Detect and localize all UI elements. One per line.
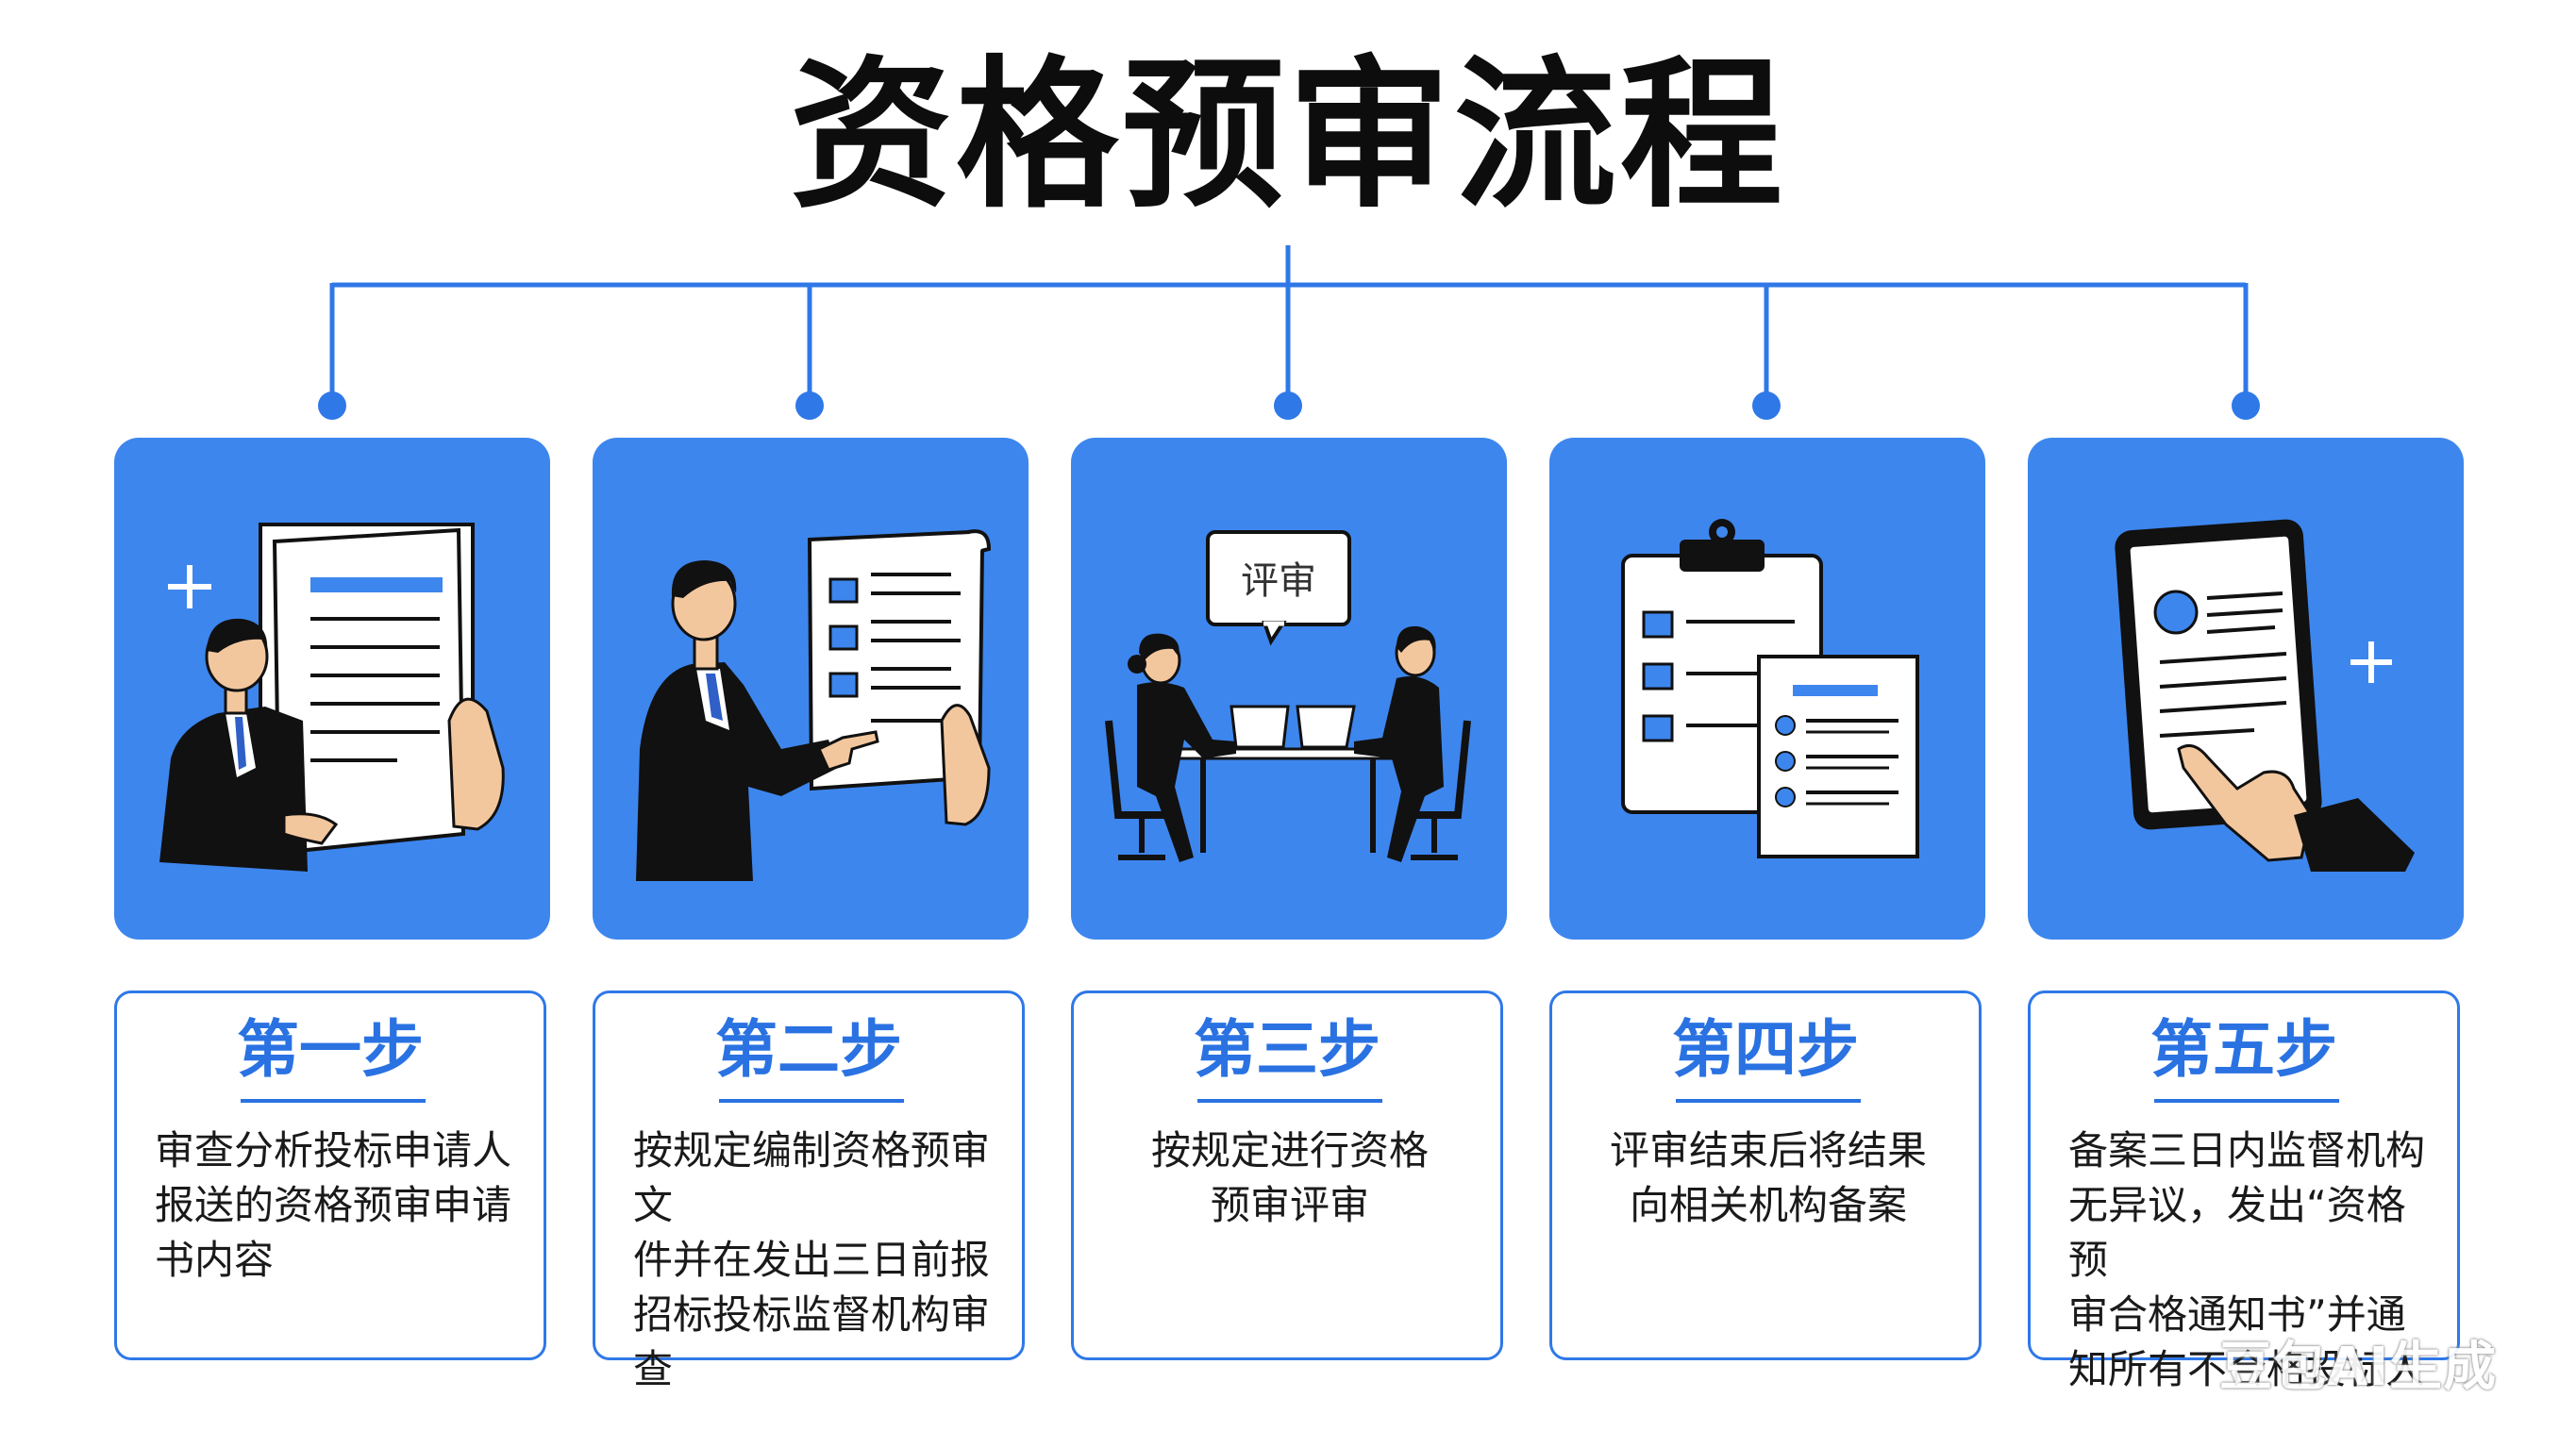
step-1-title: 第一步 <box>237 1013 424 1086</box>
tablet-notification-icon <box>2115 519 2415 872</box>
connector-dot <box>1752 391 1781 420</box>
step-2-title-underline <box>719 1099 904 1103</box>
connector-dot <box>1274 391 1302 420</box>
bubble-text: 评审 <box>1241 559 1316 603</box>
step-2-title: 第二步 <box>715 1013 902 1086</box>
step-1-title-underline <box>241 1099 426 1103</box>
step-4-title-underline <box>1676 1099 1861 1103</box>
connector-dot <box>2232 391 2260 420</box>
step-5-title: 第五步 <box>2150 1013 2337 1086</box>
step-3-card: 第三步 按规定进行资格 预审评审 <box>1071 990 1503 1360</box>
step-3-description: 按规定进行资格 预审评审 <box>1150 1127 1429 1228</box>
step-4-description: 评审结束后将结果 向相关机构备案 <box>1609 1127 1927 1228</box>
person-holding-document-icon <box>159 523 505 872</box>
step-2-card: 第二步 按规定编制资格预审文 件并在发出三日前报 招标投标监督机构审查 <box>593 990 1025 1392</box>
step-3-illustration-card: 评审 <box>1071 438 1507 940</box>
step-4-card: 第四步 评审结束后将结果 向相关机构备案 <box>1549 990 1982 1360</box>
step-1-illustration-card <box>114 438 550 940</box>
flow-connector <box>318 245 2260 420</box>
step-2-description: 按规定编制资格预审文 件并在发出三日前报 招标投标监督机构审查 <box>633 1127 991 1392</box>
review-meeting-icon: 评审 <box>1105 530 1471 862</box>
step-5-description: 备案三日内监督机构 无异议，发出“资格预 审合格通知书”并通 知所有不合格投标人 <box>2068 1127 2426 1392</box>
step-4-illustration-card <box>1549 438 1985 940</box>
page-title: 资格预审流程 <box>790 41 1786 230</box>
connector-dot <box>318 391 346 420</box>
connector-dot <box>795 391 824 420</box>
step-5-title-underline <box>2154 1099 2339 1103</box>
clipboard-documents-icon <box>1621 519 1919 858</box>
person-pointing-checklist-icon <box>636 529 992 881</box>
step-5-illustration-card <box>2028 438 2464 940</box>
step-5-card: 第五步 备案三日内监督机构 无异议，发出“资格预 审合格通知书”并通 知所有不合… <box>2028 990 2460 1392</box>
step-3-title-underline <box>1197 1099 1382 1103</box>
step-1-description: 审查分析投标申请人 报送的资格预审申请 书内容 <box>155 1127 512 1283</box>
step-2-illustration-card <box>593 438 1029 940</box>
step-1-card: 第一步 审查分析投标申请人 报送的资格预审申请 书内容 <box>114 990 546 1360</box>
watermark: 豆包AI生成 <box>2219 1337 2498 1398</box>
step-3-title: 第三步 <box>1194 1013 1380 1086</box>
step-4-title: 第四步 <box>1672 1013 1859 1086</box>
